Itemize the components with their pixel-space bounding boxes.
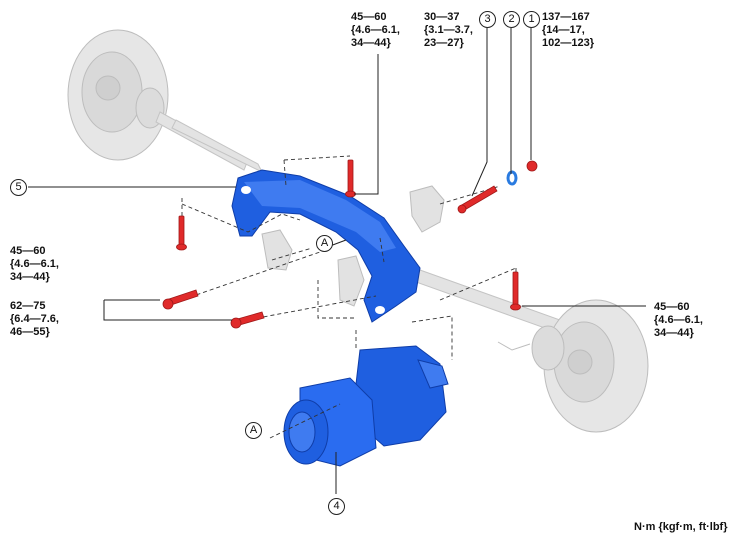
torque-units-note: N·m {kgf·m, ft·lbf} [634,521,728,533]
nut-1 [526,160,538,172]
bolt-head-long-3 [457,204,467,214]
bolt-left-upper [178,215,185,247]
callout-3: 3 [479,11,496,28]
bolt-head-left-upper [176,243,187,251]
torque-label-top-center: 45—60 {4.6—6.1, 34—44} [351,11,400,49]
leader-lines [28,28,646,494]
bolt-top-center [347,159,354,195]
callout-1: 1 [523,11,540,28]
torque-label-right-mid: 45—60 {4.6—6.1, 34—44} [654,301,703,339]
left-wheel-hub [67,29,169,161]
rear-crossmember [231,169,421,323]
callout-a-lower: A [245,422,262,439]
torque-label-top-right: 137—167 {14—17, 102—123} [542,11,594,49]
bolt-head-right-mid [510,303,521,311]
callout-5: 5 [10,179,27,196]
bolt-head-left-lower-2 [230,317,242,329]
callout-a-upper: A [316,235,333,252]
right-wheel-hub [497,299,649,433]
right-drive-shaft [415,269,561,333]
mount-brackets [261,185,445,307]
callout-2: 2 [503,11,520,28]
torque-label-top-mid: 30—37 {3.1—3.7, 23—27} [424,11,473,49]
bolts [162,159,538,329]
bolt-right-mid [512,271,519,307]
bolt-head-left-lower-1 [162,298,174,310]
washer-2 [506,170,518,186]
torque-label-left-lower: 62—75 {6.4—7.6, 46—55} [10,300,59,338]
torque-label-left-upper: 45—60 {4.6—6.1, 34—44} [10,245,59,283]
drive-motor-unit [283,345,449,467]
left-drive-shaft [155,111,264,174]
callout-4: 4 [328,498,345,515]
